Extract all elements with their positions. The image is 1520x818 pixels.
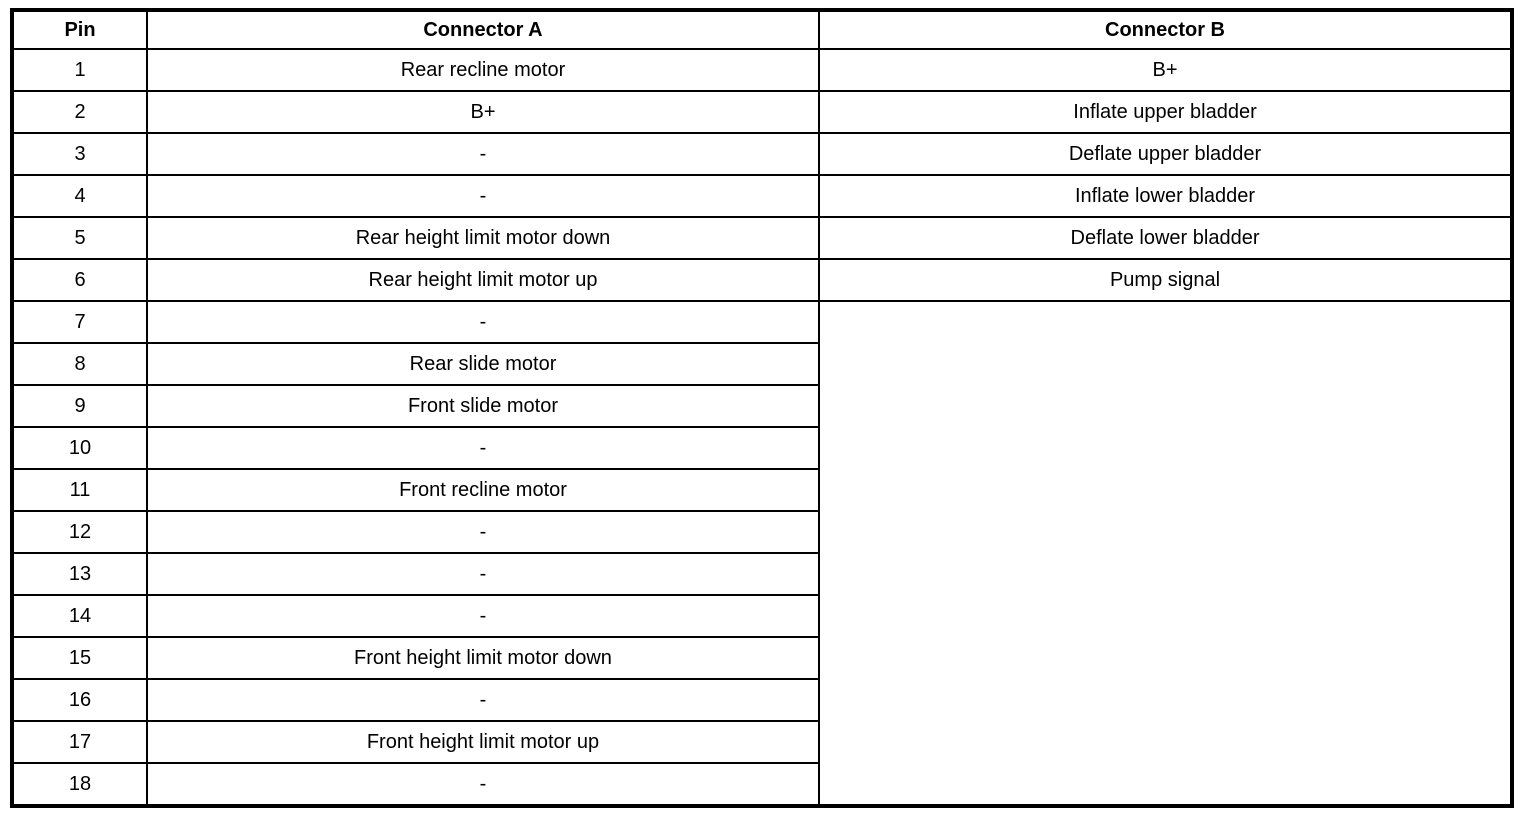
pin-cell: 1: [11, 48, 148, 92]
table-row: 16 -: [11, 678, 1512, 722]
connector-b-merged-cell: [818, 300, 1513, 807]
pin-cell: 10: [11, 426, 148, 470]
connector-a-cell: -: [146, 426, 820, 470]
table-row: 10 -: [11, 426, 1512, 470]
connector-b-cell: Deflate lower bladder: [818, 216, 1513, 260]
table-row: 15 Front height limit motor down: [11, 636, 1512, 680]
pin-cell: 7: [11, 300, 148, 344]
connector-b-cell: Inflate upper bladder: [818, 90, 1513, 134]
table-row: 12 -: [11, 510, 1512, 554]
connector-a-cell: Rear height limit motor down: [146, 216, 820, 260]
connector-b-cell: Pump signal: [818, 258, 1513, 302]
table-row: 13 -: [11, 552, 1512, 596]
pin-cell: 4: [11, 174, 148, 218]
table-row: 6 Rear height limit motor up Pump signal: [11, 258, 1513, 302]
pin-cell: 13: [11, 552, 148, 596]
pin-cell: 15: [11, 636, 148, 680]
connector-a-cell: Front height limit motor up: [146, 720, 820, 764]
connector-b-cell: Inflate lower bladder: [818, 174, 1513, 218]
pin-cell: 3: [11, 132, 148, 176]
pin-cell: 14: [11, 594, 148, 638]
connector-b-cell: B+: [818, 48, 1513, 92]
pin-cell: 12: [11, 510, 148, 554]
table-row: 14 -: [11, 594, 1512, 638]
table-row: 1 Rear recline motor B+: [11, 48, 1513, 92]
pin-cell: 18: [11, 762, 148, 807]
table-row: 2 B+ Inflate upper bladder: [11, 90, 1513, 134]
pin-cell: 8: [11, 342, 148, 386]
pin-cell: 16: [11, 678, 148, 722]
table-row: 9 Front slide motor: [11, 384, 1512, 428]
table-row: 11 Front recline motor: [11, 468, 1512, 512]
table-row: 7 -: [11, 300, 1513, 807]
pin-cell: 9: [11, 384, 148, 428]
connector-a-cell: -: [146, 132, 820, 176]
connector-a-cell: -: [146, 678, 820, 722]
header-row: Pin Connector A Connector B: [11, 9, 1513, 50]
pin-assignment-table: Pin Connector A Connector B 1 Rear recli…: [10, 8, 1514, 808]
connector-a-cell: -: [146, 552, 820, 596]
connector-b-header-cell: Connector B: [818, 9, 1513, 50]
connector-a-cell: -: [146, 174, 820, 218]
connector-a-cell: Rear recline motor: [146, 48, 820, 92]
connector-a-cell: Front slide motor: [146, 384, 820, 428]
pin-cell: 2: [11, 90, 148, 134]
table-row: 17 Front height limit motor up: [11, 720, 1512, 764]
table-row: 4 - Inflate lower bladder: [11, 174, 1513, 218]
connector-a-cell: -: [146, 594, 820, 638]
pin-cell: 5: [11, 216, 148, 260]
table-row: 8 Rear slide motor: [11, 342, 1512, 386]
connector-a-header-cell: Connector A: [146, 9, 820, 50]
connector-a-cell: -: [146, 510, 820, 554]
connector-a-cell: Rear slide motor: [146, 342, 820, 386]
table-row: 18 -: [11, 762, 1512, 807]
connector-b-cell: Deflate upper bladder: [818, 132, 1513, 176]
table-row: 3 - Deflate upper bladder: [11, 132, 1513, 176]
connector-a-cell: B+: [146, 90, 820, 134]
connector-a-cell: -: [146, 300, 820, 344]
pin-header-cell: Pin: [11, 9, 148, 50]
pin-cell: 17: [11, 720, 148, 764]
table-row: 5 Rear height limit motor down Deflate l…: [11, 216, 1513, 260]
connector-a-cell: Rear height limit motor up: [146, 258, 820, 302]
connector-a-cell: -: [146, 762, 820, 807]
connector-a-cell: Front height limit motor down: [146, 636, 820, 680]
pin-cell: 11: [11, 468, 148, 512]
connector-a-cell: Front recline motor: [146, 468, 820, 512]
pin-cell: 6: [11, 258, 148, 302]
